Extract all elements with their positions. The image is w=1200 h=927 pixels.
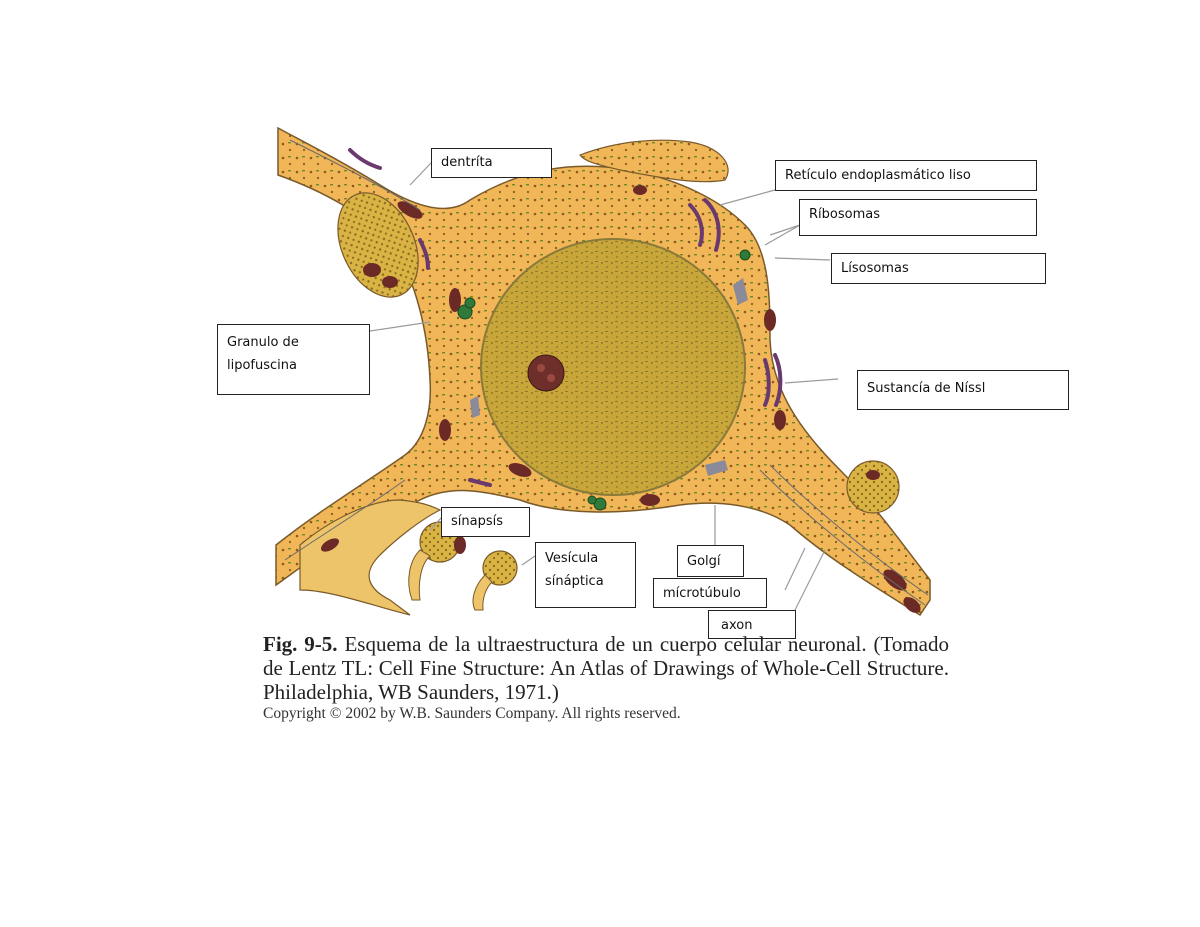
label-ribosomas: Ríbosomas: [799, 199, 1037, 236]
label-lisosomas: Lísosomas: [831, 253, 1046, 284]
label-nissl-text: Sustancía de Níssl: [867, 381, 986, 396]
label-axon: axon: [708, 610, 796, 639]
bouton-top-left: [337, 192, 419, 298]
microtubules: [284, 139, 929, 606]
label-granulo-lipofuscina: Granulo de lipofuscina: [217, 324, 370, 395]
nissl-substance: [348, 148, 783, 487]
synapse-bouton-2: [482, 550, 518, 586]
label-ribosomas-text: Ríbosomas: [809, 207, 880, 222]
label-sustancia-nissl: Sustancía de Níssl: [857, 370, 1069, 410]
leader-lines: [369, 162, 839, 611]
bouton-right: [846, 460, 900, 514]
figure-caption: Fig. 9-5. Esquema de la ultraestructura …: [263, 632, 949, 704]
label-axon-text: axon: [721, 618, 753, 633]
copyright-notice: Copyright © 2002 by W.B. Saunders Compan…: [263, 705, 681, 722]
label-golgi-text: Golgí: [687, 554, 721, 569]
label-sinapsis-text: sínapsís: [451, 514, 503, 529]
label-lisosomas-text: Lísosomas: [841, 261, 909, 276]
nucleus: [480, 238, 746, 496]
label-microtubulo: mícrotúbulo: [653, 578, 767, 608]
process-top: [579, 139, 729, 183]
label-reticulo-endoplasmatico-liso: Retículo endoplasmático liso: [775, 160, 1037, 191]
label-dendrita-text: dentríta: [441, 155, 493, 170]
label-vesicula-text: Vesícula sínáptica: [545, 551, 604, 589]
label-dendrita: dentríta: [431, 148, 552, 178]
lipofuscin-granules: [457, 249, 751, 511]
label-sinapsis: sínapsís: [441, 507, 530, 537]
label-golgi: Golgí: [677, 545, 744, 577]
golgi: [470, 278, 748, 476]
label-microtubulo-text: mícrotúbulo: [663, 586, 741, 601]
caption-text: Esquema de la ultraestructura de un cuer…: [263, 632, 949, 704]
figure-number: Fig. 9-5.: [263, 632, 338, 656]
label-vesicula-sinaptica: Vesícula sínáptica: [535, 542, 636, 608]
nucleolus: [527, 354, 565, 392]
mitochondria: [320, 185, 921, 613]
label-granulo-text: Granulo de lipofuscina: [227, 335, 299, 373]
label-reticulo-text: Retículo endoplasmático liso: [785, 168, 971, 183]
